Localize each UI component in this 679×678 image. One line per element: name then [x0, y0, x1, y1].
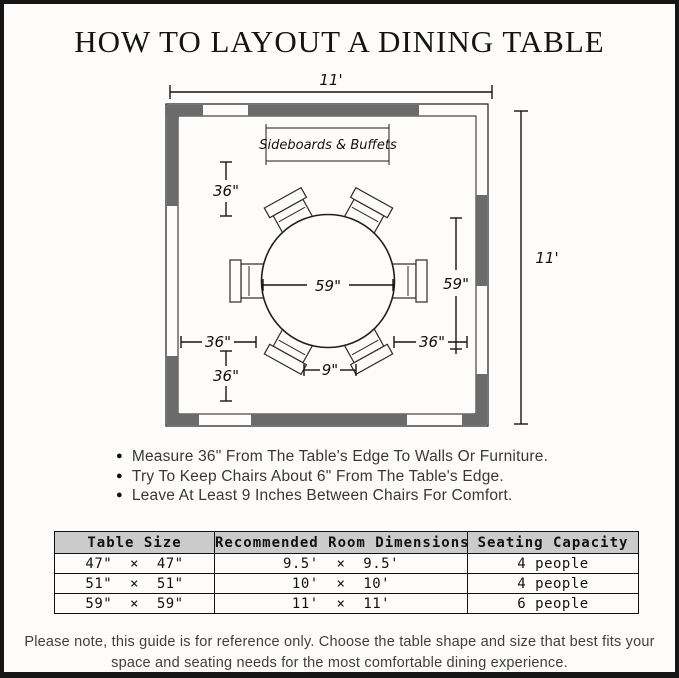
- chair-gap-dimension: 9": [303, 361, 357, 379]
- table-size-cell: 47" × 47": [54, 553, 215, 574]
- room-outer-outline: [165, 103, 489, 427]
- wall-segment: [167, 356, 178, 425]
- size-guide-table: Table Size Recommended Room Dimensions S…: [54, 531, 639, 614]
- table-row: 47" × 47" 9.5' × 9.5' 4 people: [54, 553, 639, 574]
- page-title: HOW TO LAYOUT A DINING TABLE: [74, 24, 605, 59]
- room-height-label: 11': [535, 249, 558, 267]
- table-size-cell: 51" × 51": [54, 573, 215, 594]
- clearance-right-label: 36": [419, 333, 445, 351]
- tip-text: Measure 36" From The Table's Edge To Wal…: [131, 448, 549, 465]
- room-height-dimension: 11': [514, 110, 559, 425]
- seating-capacity-cell: 4 people: [467, 573, 639, 594]
- tip-text: Try To Keep Chairs About 6" From The Tab…: [131, 467, 504, 485]
- column-header-seating-capacity: Seating Capacity: [467, 531, 639, 554]
- clearance-bottom-label: 36": [213, 367, 239, 385]
- room-width-dimension: 11': [169, 71, 493, 99]
- footnote: Please note, this guide is for reference…: [4, 632, 675, 672]
- bullet-icon: ●: [116, 450, 123, 462]
- floor-plan-diagram: 11' 11' Sidebo: [165, 71, 559, 427]
- wall-segment: [476, 195, 487, 286]
- table-header-row: Table Size Recommended Room Dimensions S…: [54, 531, 639, 554]
- table-row: 59" × 59" 11' × 11' 6 people: [54, 593, 639, 614]
- clearance-left-label: 36": [205, 333, 231, 351]
- table-row: 51" × 51" 10' × 10' 4 people: [54, 573, 639, 594]
- room-width-label: 11': [319, 71, 342, 89]
- wall-segment: [251, 414, 407, 425]
- dining-table: [260, 213, 396, 349]
- room-walls: [165, 103, 489, 427]
- clearance-top-label: 36": [213, 182, 239, 200]
- column-header-table-size: Table Size: [54, 531, 215, 554]
- footnote-line: Please note, this guide is for reference…: [24, 634, 655, 650]
- layout-tips-list: ● Measure 36" From The Table's Edge To W…: [116, 447, 548, 506]
- clearance-top-dimension: 36": [213, 161, 239, 217]
- bullet-icon: ●: [116, 489, 123, 501]
- sideboard-zone: Sideboards & Buffets: [259, 124, 397, 165]
- wall-segment: [167, 105, 178, 206]
- room-dimensions-cell: 10' × 10': [214, 573, 468, 594]
- seating-capacity-cell: 4 people: [467, 553, 639, 574]
- list-item: ● Measure 36" From The Table's Edge To W…: [116, 447, 548, 467]
- chair-gap-label: 9": [322, 361, 338, 379]
- clearance-bottom-dimension: 36": [213, 350, 239, 402]
- room-dimensions-cell: 11' × 11': [214, 593, 468, 614]
- list-item: ● Try To Keep Chairs About 6" From The T…: [116, 467, 548, 487]
- sideboard-label: Sideboards & Buffets: [259, 138, 397, 153]
- column-header-room-dimensions: Recommended Room Dimensions: [214, 531, 468, 554]
- room-dimensions-cell: 9.5' × 9.5': [214, 553, 468, 574]
- bullet-icon: ●: [116, 469, 123, 482]
- wall-segment: [248, 105, 419, 116]
- table-size-cell: 59" × 59": [54, 593, 215, 614]
- table-diameter-v-label: 59": [443, 275, 469, 293]
- tip-text: Leave At Least 9 Inches Between Chairs F…: [131, 487, 513, 504]
- wall-segment: [167, 414, 199, 425]
- clearance-right-dimension: 36": [393, 333, 468, 351]
- footnote-line: space and seating needs for the most com…: [111, 655, 568, 671]
- table-diameter-h-label: 59": [315, 277, 341, 295]
- list-item: ● Leave At Least 9 Inches Between Chairs…: [116, 486, 548, 506]
- clearance-left-dimension: 36": [180, 333, 257, 351]
- wall-segment: [462, 414, 487, 425]
- wall-segment: [476, 374, 487, 425]
- table-diameter-h-dimension: 59": [262, 277, 394, 295]
- seating-capacity-cell: 6 people: [467, 593, 639, 614]
- table-diameter-v-dimension: 59": [443, 217, 469, 354]
- wall-segment: [166, 105, 203, 116]
